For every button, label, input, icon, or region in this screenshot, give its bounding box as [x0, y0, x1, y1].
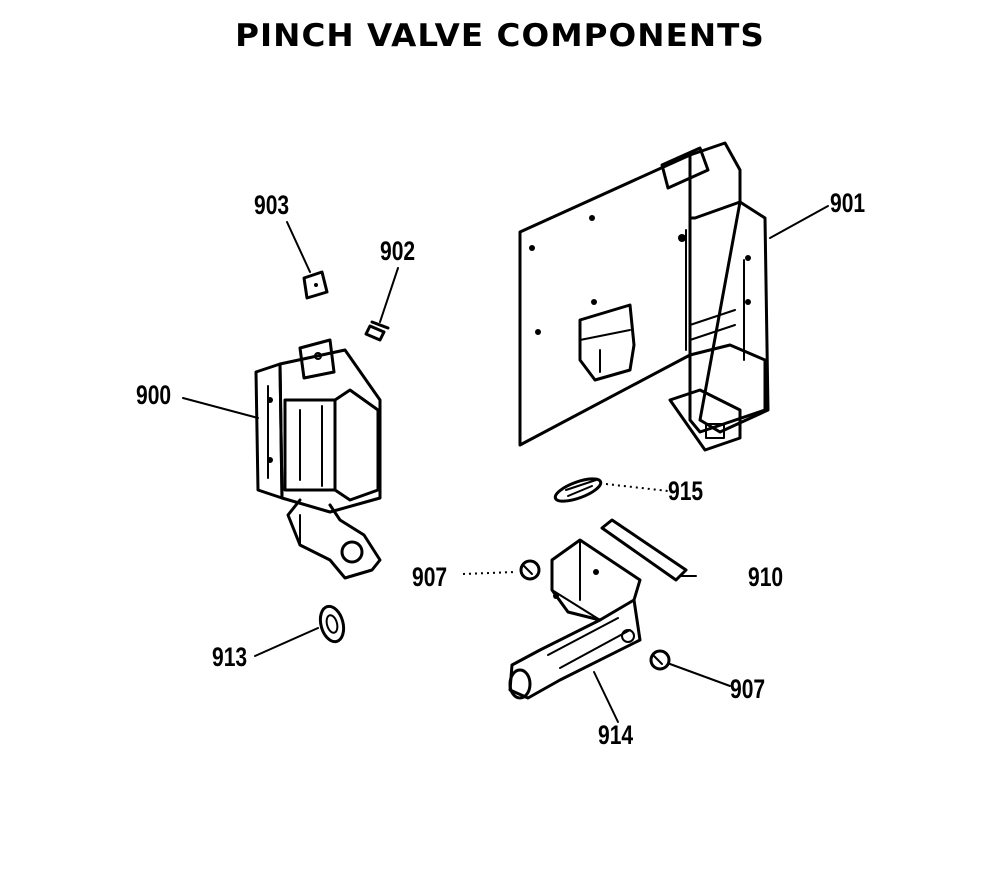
part-913-grommet: [318, 604, 346, 644]
part-915-spring: [553, 477, 603, 503]
part-900-solenoid: [254, 338, 382, 580]
leader-900: [182, 397, 259, 419]
part-910-pin: [600, 518, 697, 582]
leader-907a: [462, 571, 516, 575]
leader-915: [605, 483, 669, 492]
callout-907b: 907: [730, 674, 766, 704]
callout-910: 910: [748, 562, 784, 592]
callout-900: 900: [136, 380, 172, 410]
part-902-screw: [364, 320, 390, 342]
callout-907a: 907: [412, 562, 448, 592]
leader-914: [593, 671, 619, 723]
callout-902: 902: [380, 236, 416, 266]
leader-902: [379, 267, 399, 323]
diagram-title: PINCH VALVE COMPONENTS: [235, 18, 765, 54]
leader-901: [769, 205, 829, 239]
part-907b-bushing: [649, 649, 671, 671]
callout-915: 915: [668, 476, 704, 506]
leader-907b: [669, 663, 731, 687]
callout-903: 903: [254, 190, 290, 220]
part-903-clip: [302, 270, 329, 300]
callout-913: 913: [212, 642, 248, 672]
part-907a-bushing: [519, 559, 541, 581]
leader-913: [254, 627, 319, 657]
part-914-lever: [508, 538, 642, 700]
part-901-bracket: [518, 141, 770, 452]
callout-901: 901: [830, 188, 866, 218]
callout-914: 914: [598, 720, 634, 750]
leader-903: [286, 221, 311, 273]
